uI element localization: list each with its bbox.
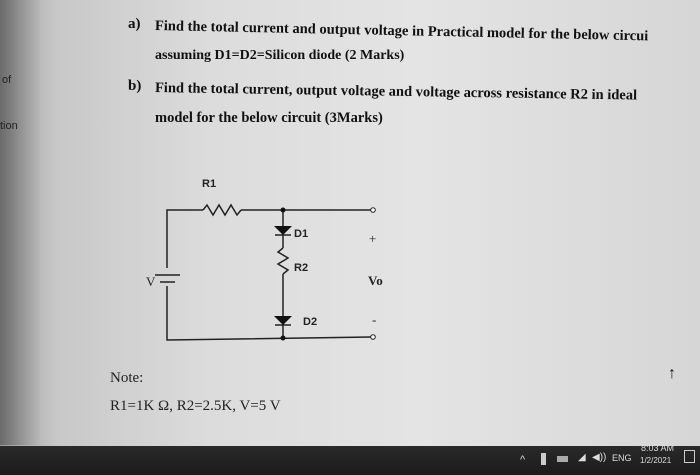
notification-icon[interactable] bbox=[684, 450, 695, 463]
scroll-up-button[interactable]: ↑ bbox=[668, 365, 676, 382]
label-d1: D1 bbox=[294, 228, 308, 240]
question-a-label: a) bbox=[128, 16, 141, 32]
note-values: R1=1K Ω, R2=2.5K, V=5 V bbox=[110, 398, 281, 414]
usb-icon[interactable] bbox=[541, 453, 546, 465]
background-window-edge bbox=[0, 0, 40, 445]
label-plus: + bbox=[369, 231, 376, 246]
taskbar: ^ ◢ ◀)) ENG 8:03 AM 1/2/2021 bbox=[0, 443, 700, 475]
clock-date[interactable]: 1/2/2021 bbox=[640, 456, 672, 465]
wifi-icon[interactable]: ◢ bbox=[578, 452, 586, 463]
clock-time[interactable]: 8:03 AM bbox=[641, 443, 675, 453]
label-minus: - bbox=[372, 312, 376, 327]
label-r2: R2 bbox=[294, 262, 308, 274]
diode-d2-icon bbox=[274, 316, 292, 325]
label-v: V bbox=[146, 274, 156, 289]
battery-icon[interactable] bbox=[557, 456, 568, 462]
note-label: Note: bbox=[110, 370, 144, 386]
question-b-line2: model for the below circuit (3Marks) bbox=[155, 110, 383, 126]
label-r1: R1 bbox=[202, 178, 216, 190]
label-vo: Vo bbox=[368, 273, 383, 288]
chevron-up-icon[interactable]: ^ bbox=[520, 454, 526, 466]
volume-icon[interactable]: ◀)) bbox=[592, 452, 607, 463]
diode-d1-icon bbox=[274, 226, 292, 235]
question-b-label: b) bbox=[128, 78, 142, 94]
label-d2: D2 bbox=[303, 316, 317, 328]
language-indicator[interactable]: ENG bbox=[612, 453, 632, 463]
question-a-line2: assuming D1=D2=Silicon diode (2 Marks) bbox=[155, 48, 405, 63]
edge-text: of bbox=[2, 74, 12, 86]
edge-text: tion bbox=[0, 120, 18, 132]
